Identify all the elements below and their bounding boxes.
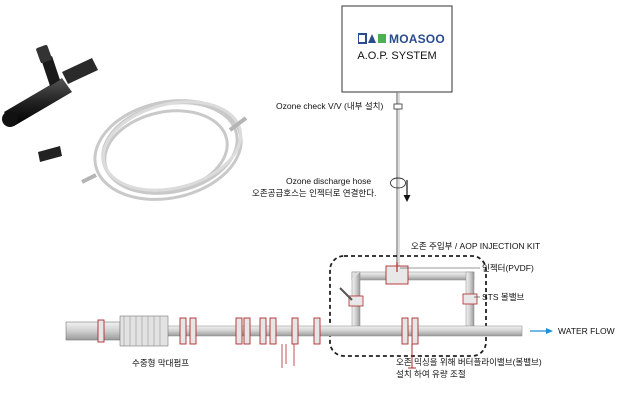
submersible-pump [65,315,169,347]
ball-valve-right [462,293,478,305]
discharge-hose-label-kr: 오존공급호스는 인젝터로 연결한다. [252,188,377,198]
pump-label: 수중형 막대펌프 [132,358,190,368]
ball-valve-left [339,287,364,307]
aop-system-box [341,5,453,93]
hose-loop-icon [390,177,406,189]
ball-valve-label: STS 볼밸브 [482,292,525,302]
butterfly-valve [408,344,416,369]
hose-coil-product-image [81,99,248,201]
discharge-hose-label-en: Ozone discharge hose [286,176,372,186]
brand-name: MOASOO [358,32,445,46]
injector-pvdf [385,262,409,285]
butterfly-label-line1: 오존 믹싱을 위해 버터플라이밸브(볼밸브) [396,357,542,367]
drain-lines [281,344,295,368]
water-flow-arrow-icon [530,328,553,334]
injection-kit-frame [329,255,487,357]
butterfly-label-line2: 설치 하여 유량 조절 [396,369,466,379]
moasoo-logo-icon [358,33,386,44]
water-flow-label: WATER FLOW [558,326,615,336]
injector-product-image [2,44,98,162]
system-name: A.O.P. SYSTEM [357,50,437,62]
down-arrow-icon [403,180,411,202]
injection-kit-label: 오존 주입부 / AOP INJECTION KIT [411,241,541,251]
leader-lines [400,267,480,298]
pipe-flanges [97,317,419,345]
injector-label: 인젝터(PVDF) [482,263,534,273]
brand-text: MOASOO [389,32,445,46]
check-valve-icon [393,103,403,110]
check-valve-label: Ozone check V/V (내부 설치) [276,101,384,111]
